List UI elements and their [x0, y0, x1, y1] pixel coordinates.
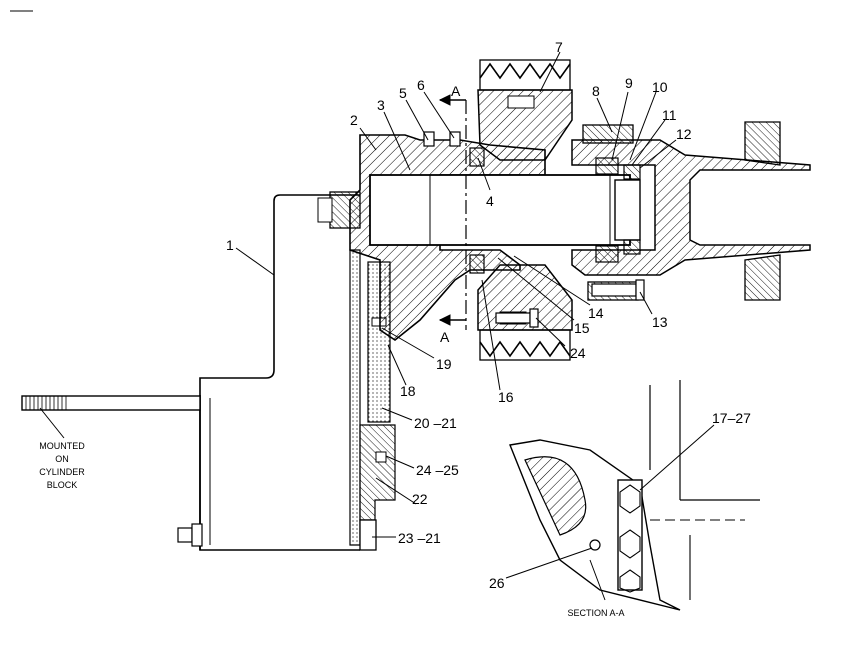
shaft — [317, 174, 641, 246]
section-aa-view — [509, 380, 760, 611]
callout-15: 15 — [574, 320, 590, 336]
mount-note-line-2: ON — [55, 454, 69, 464]
mount-note-line-4: BLOCK — [47, 480, 78, 490]
mount-note-line-1: MOUNTED — [39, 441, 85, 451]
bolts — [495, 279, 645, 328]
callout-13: 13 — [652, 314, 668, 330]
callout-20-21: 20 –21 — [414, 415, 457, 431]
callout-1: 1 — [226, 237, 234, 253]
callout-6: 6 — [417, 77, 425, 93]
section-cut-line — [438, 94, 467, 330]
section-mark-bottom: A — [440, 329, 450, 345]
callout-11: 11 — [662, 107, 677, 123]
section-aa-label: SECTION A-A — [567, 608, 624, 618]
mounting-stud — [21, 395, 201, 411]
top-studs — [423, 131, 461, 147]
mount-note: MOUNTED ON CYLINDER BLOCK — [39, 441, 85, 490]
callout-3: 3 — [377, 97, 385, 113]
callout-10: 10 — [652, 79, 668, 95]
leader-lines — [39, 51, 715, 579]
callout-12: 12 — [676, 126, 692, 142]
callout-8: 8 — [592, 83, 600, 99]
callout-14: 14 — [588, 305, 604, 321]
callout-26: 26 — [489, 575, 505, 591]
callout-16: 16 — [498, 389, 514, 405]
callout-7: 7 — [555, 39, 563, 55]
callout-9: 9 — [625, 75, 633, 91]
callout-24-25: 24 –25 — [416, 462, 459, 478]
mounting-bracket — [199, 194, 360, 551]
callout-4: 4 — [486, 193, 494, 209]
bearings — [469, 147, 641, 274]
callout-24: 24 — [570, 345, 586, 361]
bracket-bolt — [177, 523, 203, 547]
callout-23-21: 23 –21 — [398, 530, 441, 546]
section-mark-top: A — [451, 83, 461, 99]
callout-5: 5 — [399, 85, 407, 101]
mount-note-line-3: CYLINDER — [39, 467, 85, 477]
callout-19: 19 — [436, 356, 452, 372]
callout-2: 2 — [350, 112, 358, 128]
callouts: 1 2 3 4 5 6 7 8 9 10 11 12 13 14 15 16 1… — [226, 39, 751, 591]
callout-22: 22 — [412, 491, 428, 507]
callout-18: 18 — [400, 383, 416, 399]
callout-17-27: 17–27 — [712, 410, 751, 426]
